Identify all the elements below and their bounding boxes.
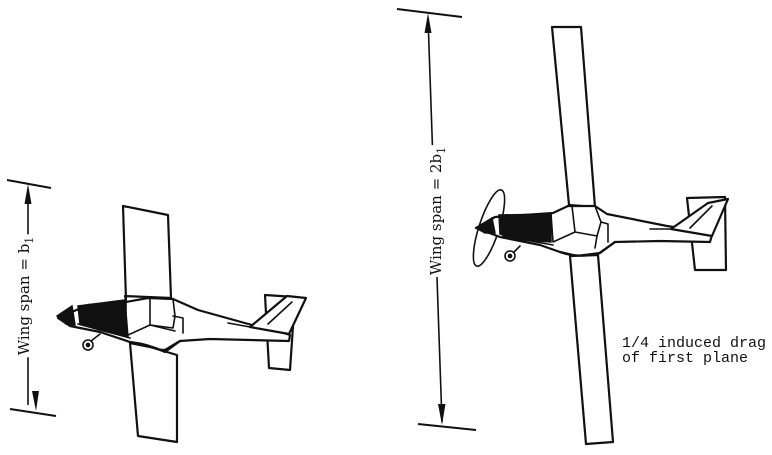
wing-span-b1-text: Wing span = b (15, 243, 33, 356)
upper-wing (121, 204, 173, 302)
arrow-up-icon (24, 184, 32, 204)
annotation-line-2: of first plane (622, 350, 749, 367)
nose-spinner (55, 304, 76, 326)
airplane-long-wing (472, 25, 730, 446)
arrow-down-icon (438, 404, 446, 425)
arrow-down-icon (32, 391, 39, 411)
engine-cowling (498, 213, 552, 243)
arrow-up-icon (424, 13, 432, 33)
upper-wing (550, 25, 597, 209)
wing-span-b1-label: Wing span = b1 (15, 234, 38, 358)
wing-span-2b1-subscript: 1 (435, 146, 448, 154)
lower-wing (568, 253, 615, 446)
nose-spinner (474, 216, 496, 234)
lower-wing (128, 341, 179, 444)
wing-span-b1-subscript: 1 (23, 236, 36, 244)
airplane-short-wing (55, 204, 308, 444)
wing-span-2b1-label: Wing span = 2b1 (427, 144, 450, 278)
wing-span-2b1-text: Wing span = 2b (427, 153, 445, 276)
induced-drag-annotation: 1/4 induced drag of first plane (622, 336, 766, 366)
annotation-line-1: 1/4 induced drag (622, 335, 767, 352)
